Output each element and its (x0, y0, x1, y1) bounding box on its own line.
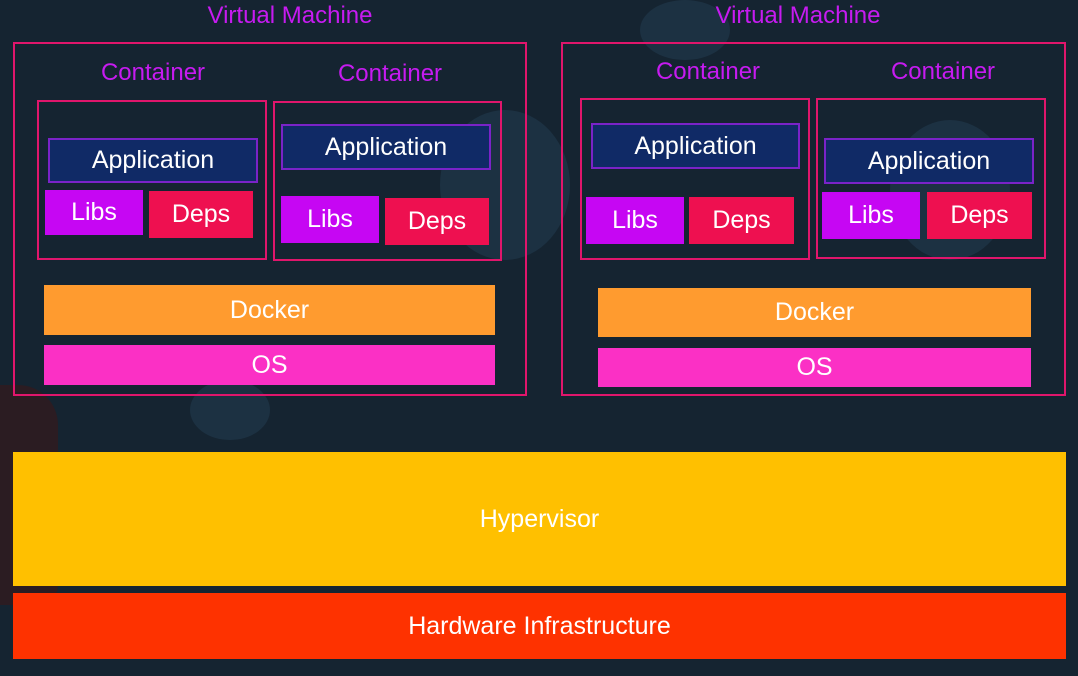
hardware-infrastructure-layer: Hardware Infrastructure (13, 593, 1066, 659)
os-layer: OS (44, 345, 495, 385)
vm-title: Virtual Machine (715, 2, 881, 29)
container-frame (816, 98, 1046, 259)
container-title: Container (100, 59, 206, 86)
virtual-machine-frame (561, 42, 1066, 396)
container-frame (273, 101, 502, 261)
docker-layer: Docker (44, 285, 495, 335)
deps-box: Deps (689, 197, 794, 244)
libs-box: Libs (45, 190, 143, 235)
virtual-machine-frame (13, 42, 527, 396)
container-frame (580, 98, 810, 260)
libs-box: Libs (281, 196, 379, 243)
application-box: Application (591, 123, 800, 169)
application-box: Application (824, 138, 1034, 184)
libs-box: Libs (822, 192, 920, 239)
application-box: Application (281, 124, 491, 170)
deps-box: Deps (927, 192, 1032, 239)
background-circle (640, 0, 730, 60)
libs-box: Libs (586, 197, 684, 244)
deps-box: Deps (149, 191, 253, 238)
os-layer: OS (598, 348, 1031, 387)
container-title: Container (337, 60, 443, 87)
background-circle (190, 380, 270, 440)
application-box: Application (48, 138, 258, 183)
container-title: Container (890, 58, 996, 85)
vm-title: Virtual Machine (207, 2, 373, 29)
container-frame (37, 100, 267, 260)
container-title: Container (655, 58, 761, 85)
deps-box: Deps (385, 198, 489, 245)
hypervisor-layer: Hypervisor (13, 452, 1066, 586)
docker-layer: Docker (598, 288, 1031, 337)
